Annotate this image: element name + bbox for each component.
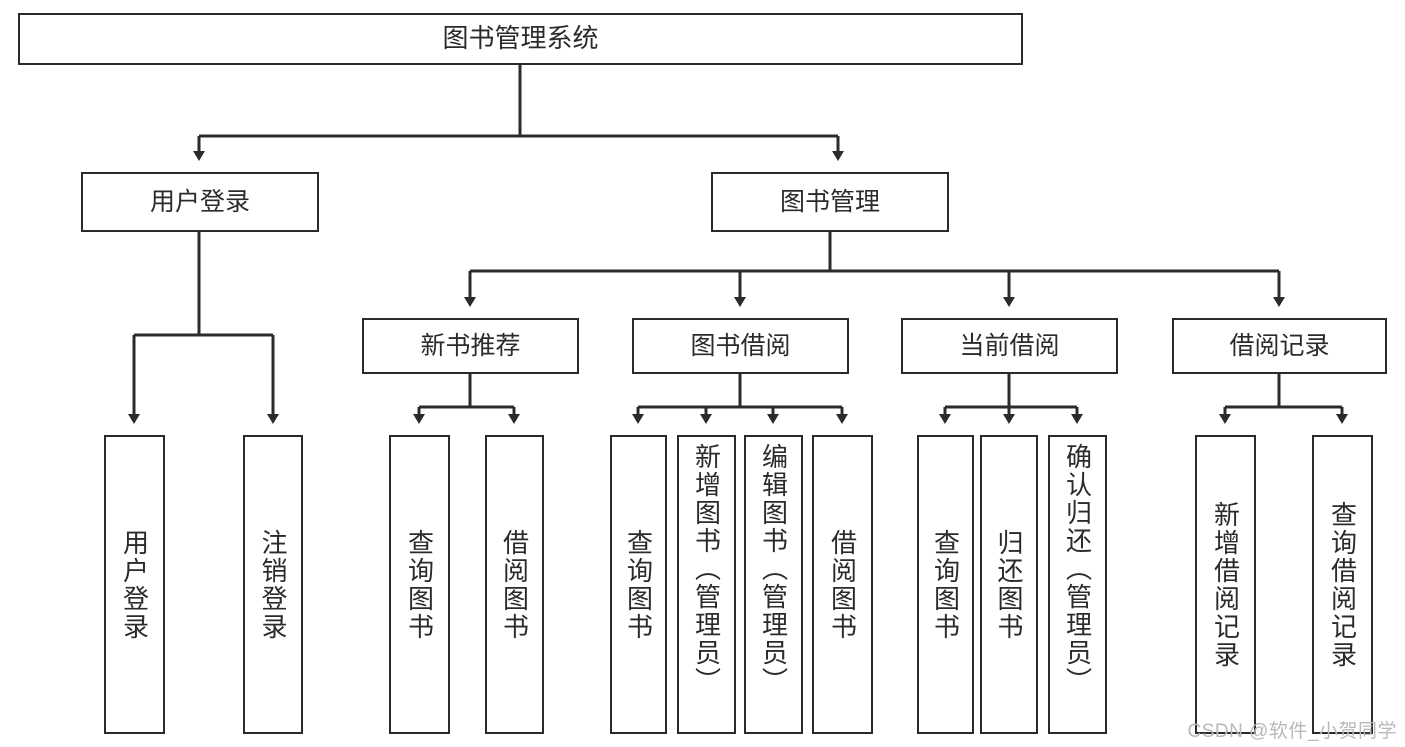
- node-borrow-record-label: 借阅记录: [1229, 332, 1330, 360]
- leaf-edit-book-admin[interactable]: 编辑图书（管理员）: [744, 435, 803, 734]
- leaf-confirm-return-admin-label: 确认归还（管理员）: [1062, 443, 1093, 695]
- leaf-borrow-book-bb-label: 借阅图书: [827, 528, 858, 641]
- leaf-edit-book-admin-label: 编辑图书（管理员）: [758, 443, 789, 695]
- leaf-return-book-label: 归还图书: [994, 528, 1024, 641]
- leaf-add-book-admin-label: 新增图书（管理员）: [691, 443, 722, 695]
- node-root[interactable]: 图书管理系统: [18, 13, 1023, 65]
- leaf-borrow-book-nb-label: 借阅图书: [499, 528, 530, 641]
- leaf-return-book[interactable]: 归还图书: [980, 435, 1038, 734]
- leaf-query-book-cb-label: 查询图书: [930, 528, 961, 641]
- node-book-management-label: 图书管理: [779, 188, 880, 216]
- leaf-query-book-bb-label: 查询图书: [623, 528, 654, 641]
- leaf-add-borrow-record-label: 新增借阅记录: [1210, 500, 1241, 669]
- node-root-label: 图书管理系统: [442, 23, 599, 54]
- node-new-book-recommend-label: 新书推荐: [420, 332, 521, 360]
- node-book-management[interactable]: 图书管理: [711, 172, 949, 232]
- node-new-book-recommend[interactable]: 新书推荐: [362, 318, 579, 374]
- node-book-borrow[interactable]: 图书借阅: [632, 318, 849, 374]
- leaf-user-login[interactable]: 用户登录: [104, 435, 165, 734]
- leaf-borrow-book-bb[interactable]: 借阅图书: [812, 435, 873, 734]
- node-book-borrow-label: 图书借阅: [690, 332, 791, 360]
- leaf-query-borrow-record-label: 查询借阅记录: [1327, 500, 1358, 669]
- leaf-add-book-admin[interactable]: 新增图书（管理员）: [677, 435, 736, 734]
- leaf-confirm-return-admin[interactable]: 确认归还（管理员）: [1048, 435, 1107, 734]
- leaf-add-borrow-record[interactable]: 新增借阅记录: [1195, 435, 1256, 734]
- node-current-borrow[interactable]: 当前借阅: [901, 318, 1118, 374]
- leaf-query-book-cb[interactable]: 查询图书: [917, 435, 974, 734]
- leaf-query-borrow-record[interactable]: 查询借阅记录: [1312, 435, 1373, 734]
- leaf-logout-label: 注销登录: [258, 528, 288, 641]
- leaf-query-book-nb-label: 查询图书: [404, 528, 435, 641]
- node-user-login[interactable]: 用户登录: [81, 172, 319, 232]
- node-current-borrow-label: 当前借阅: [959, 332, 1060, 360]
- leaf-query-book-bb[interactable]: 查询图书: [610, 435, 667, 734]
- leaf-query-book-nb[interactable]: 查询图书: [389, 435, 450, 734]
- node-user-login-label: 用户登录: [149, 188, 250, 216]
- leaf-logout[interactable]: 注销登录: [243, 435, 303, 734]
- node-borrow-record[interactable]: 借阅记录: [1172, 318, 1387, 374]
- leaf-user-login-label: 用户登录: [119, 528, 150, 641]
- leaf-borrow-book-nb[interactable]: 借阅图书: [485, 435, 544, 734]
